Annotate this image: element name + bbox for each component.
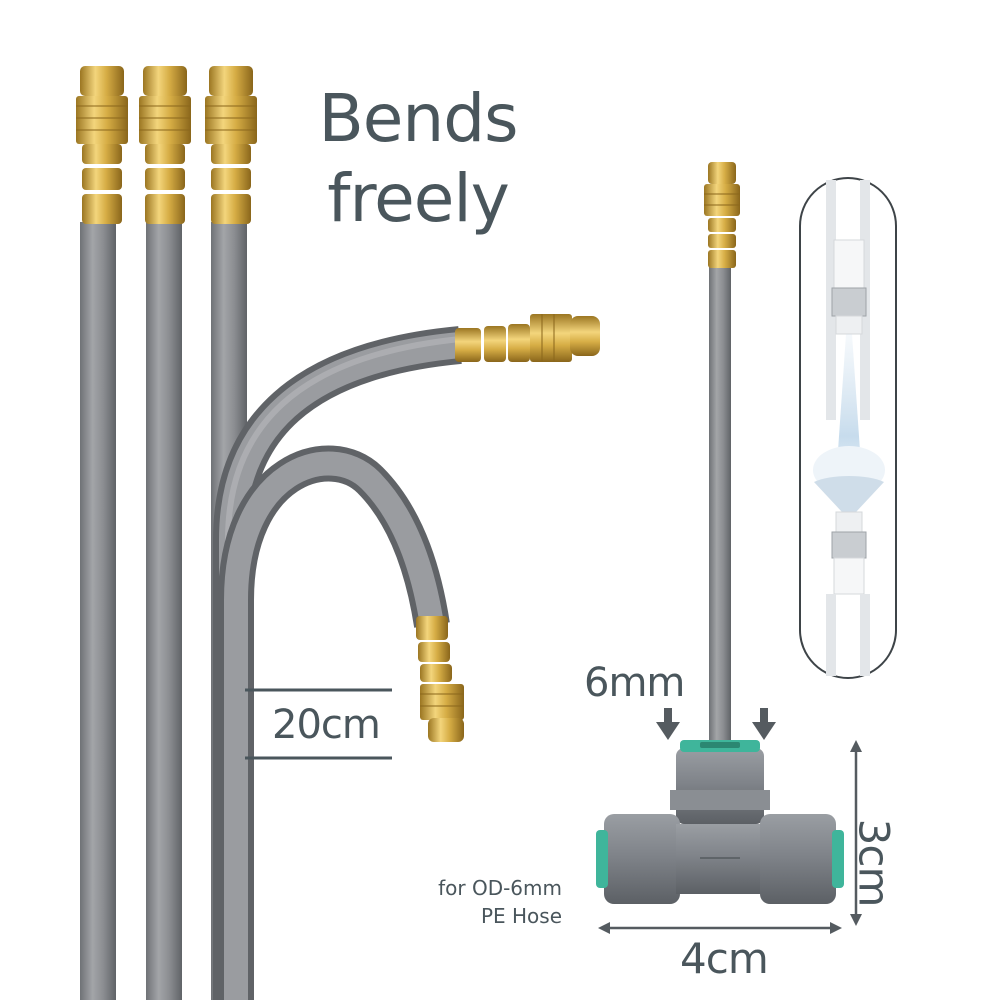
- brass-nozzle-1: [76, 66, 128, 224]
- height-label: 3cm: [849, 818, 899, 907]
- straight-hose-1: [80, 222, 116, 1000]
- down-arrow-left: [656, 708, 680, 740]
- length-label: 20cm: [272, 702, 381, 748]
- mist-spray-illustration: [799, 177, 897, 679]
- straight-hose-2: [146, 222, 182, 1000]
- hole-size-label: 6mm: [584, 660, 685, 706]
- length-dimension-lines: [245, 688, 392, 760]
- width-label: 4cm: [680, 934, 769, 983]
- brass-nozzle-2: [139, 66, 191, 224]
- hose-note-line-1: for OD-6mm: [438, 876, 562, 900]
- bent-hose-wide: [213, 326, 462, 1000]
- brass-nozzle-3: [205, 66, 257, 224]
- bent-hose-loop: [218, 445, 450, 1000]
- brass-nozzle-downward: [416, 616, 464, 742]
- tee-connector: [596, 740, 844, 904]
- brass-nozzle-horizontal: [455, 314, 600, 362]
- headline-line-1: Bends: [318, 80, 519, 157]
- brass-nozzle-right: [704, 162, 740, 268]
- down-arrow-right: [752, 708, 776, 740]
- hose-note-line-2: PE Hose: [480, 904, 562, 928]
- vertical-hose-right: [709, 262, 731, 752]
- headline-line-2: freely: [327, 160, 510, 237]
